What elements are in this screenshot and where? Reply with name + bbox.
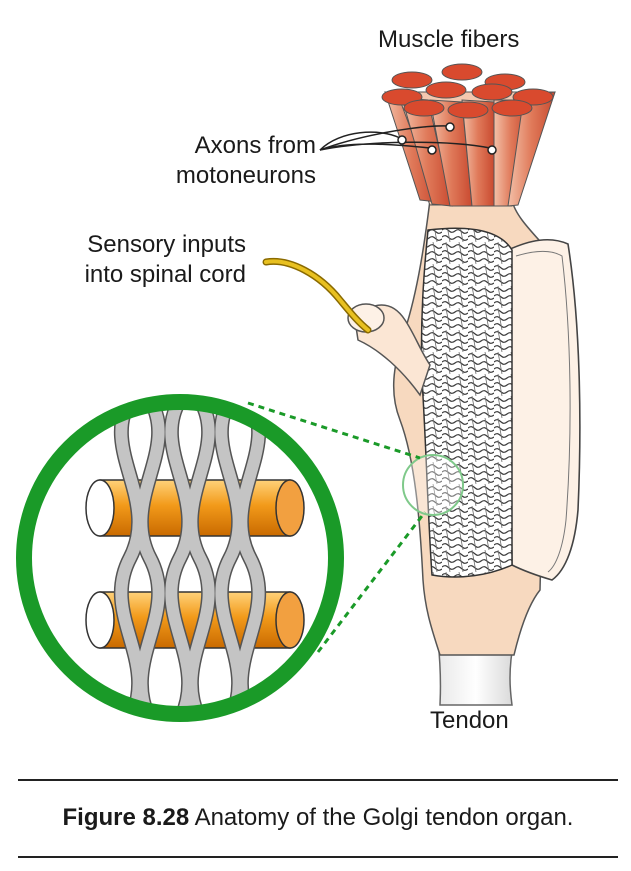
axon-terminals xyxy=(397,122,497,155)
label-axons-from-motoneurons: Axons from motoneurons xyxy=(0,131,316,191)
sensory-axon xyxy=(262,257,372,334)
label-tendon: Tendon xyxy=(430,707,509,734)
tendon-shape xyxy=(437,639,515,706)
collagen-weave xyxy=(420,227,513,578)
capsule-inner-edge xyxy=(515,251,571,573)
muscle-fibers-bundle xyxy=(381,63,556,207)
label-muscle-fibers: Muscle fibers xyxy=(378,26,520,53)
figure-number: Figure 8.28 xyxy=(62,804,190,831)
figure-caption: Figure 8.28 Anatomy of the Golgi tendon … xyxy=(18,803,618,833)
label-axons-line1: Axons from xyxy=(194,132,316,159)
caption-text: Anatomy of the Golgi tendon organ. xyxy=(194,804,574,831)
label-sensory-inputs: Sensory inputs into spinal cord xyxy=(0,230,246,290)
magnifier-connector-top xyxy=(247,401,421,460)
capsule-sheet xyxy=(507,238,581,581)
caption-rule-top xyxy=(18,779,618,781)
nerve-ending-braid xyxy=(113,402,267,714)
sensory-axon-core xyxy=(264,259,370,332)
label-axons-line2: motoneurons xyxy=(175,162,316,189)
magnifier-lens xyxy=(16,394,344,722)
magnifier-ring xyxy=(16,394,344,722)
motoneuron-axons xyxy=(319,125,491,151)
label-sensory-line1: Sensory inputs xyxy=(87,231,246,258)
magnified-region-marker xyxy=(402,454,464,516)
caption-rule-bottom xyxy=(18,856,618,858)
magnifier-connector-bottom xyxy=(316,511,427,653)
label-sensory-line2: into spinal cord xyxy=(84,261,246,288)
